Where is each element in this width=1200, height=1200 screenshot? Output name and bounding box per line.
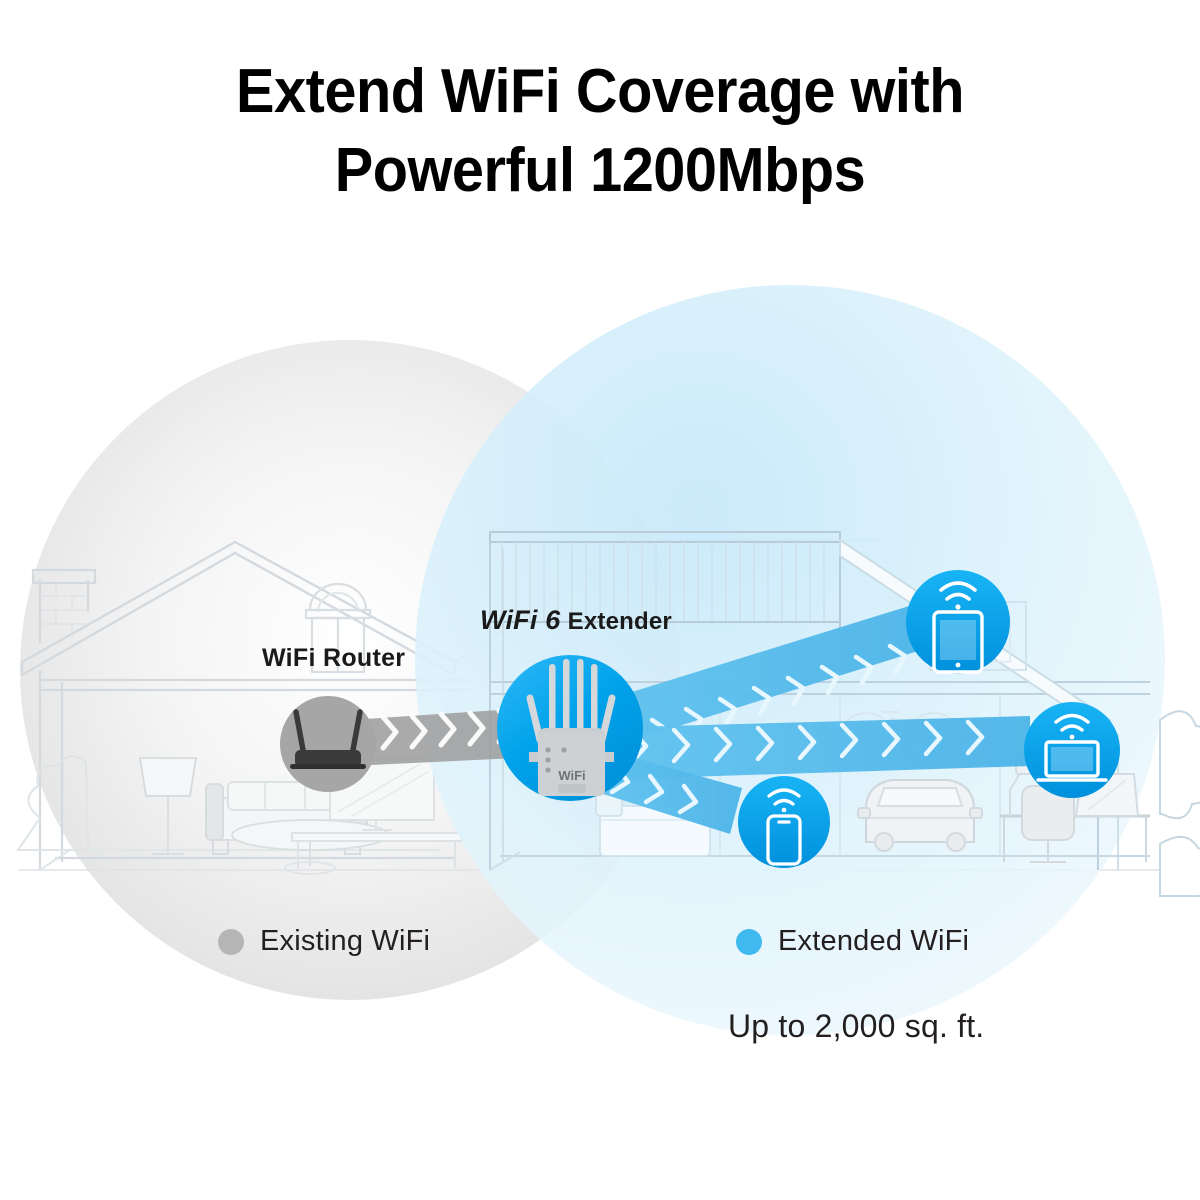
extender-label-primary: WiFi 6 <box>480 605 561 635</box>
car <box>857 779 983 852</box>
living-room-furniture <box>138 757 463 875</box>
legend-label-existing: Existing WiFi <box>260 925 431 957</box>
wifi-signal-icon <box>939 581 977 610</box>
legend-item-existing-wifi: Existing WiFi <box>218 925 430 958</box>
device-bubble-phone <box>738 776 830 868</box>
coverage-area-note: Up to 2,000 sq. ft. <box>728 1008 985 1044</box>
legend-item-extended-wifi: Extended WiFi <box>736 925 969 958</box>
device-bubble-laptop <box>1024 702 1120 798</box>
wifi-signal-icon <box>1054 713 1090 740</box>
wifi-signal-icon <box>767 788 801 813</box>
page-title-line-2: Powerful 1200Mbps <box>334 136 866 206</box>
laptop-icon <box>1036 740 1108 782</box>
extender-label-secondary: Extender <box>567 608 672 635</box>
page-title-line-1: Extend WiFi Coverage with <box>236 57 964 126</box>
wifi-extender-icon: WiFi <box>497 655 643 801</box>
router-icon <box>280 696 376 792</box>
router-label: WiFi Router <box>262 644 406 672</box>
page-title: Extend WiFi Coverage with Powerful 1200M… <box>42 52 1158 211</box>
tablet-icon <box>932 610 984 674</box>
legend-dot-existing-icon <box>218 928 244 955</box>
legend-label-extended: Extended WiFi <box>778 925 970 957</box>
bush-left <box>16 755 90 851</box>
home-office-furniture <box>1000 755 1150 863</box>
device-bubble-tablet <box>906 570 1010 674</box>
legend: Existing WiFi Extended WiFi <box>0 925 1200 969</box>
extender-device-wordmark: WiFi <box>558 768 585 783</box>
smartphone-icon <box>766 814 802 866</box>
tree-right <box>1159 710 1200 897</box>
coverage-diagram: WiFi <box>0 250 1200 1110</box>
legend-dot-extended-icon <box>736 928 762 955</box>
extender-label: WiFi 6 Extender <box>480 605 672 636</box>
